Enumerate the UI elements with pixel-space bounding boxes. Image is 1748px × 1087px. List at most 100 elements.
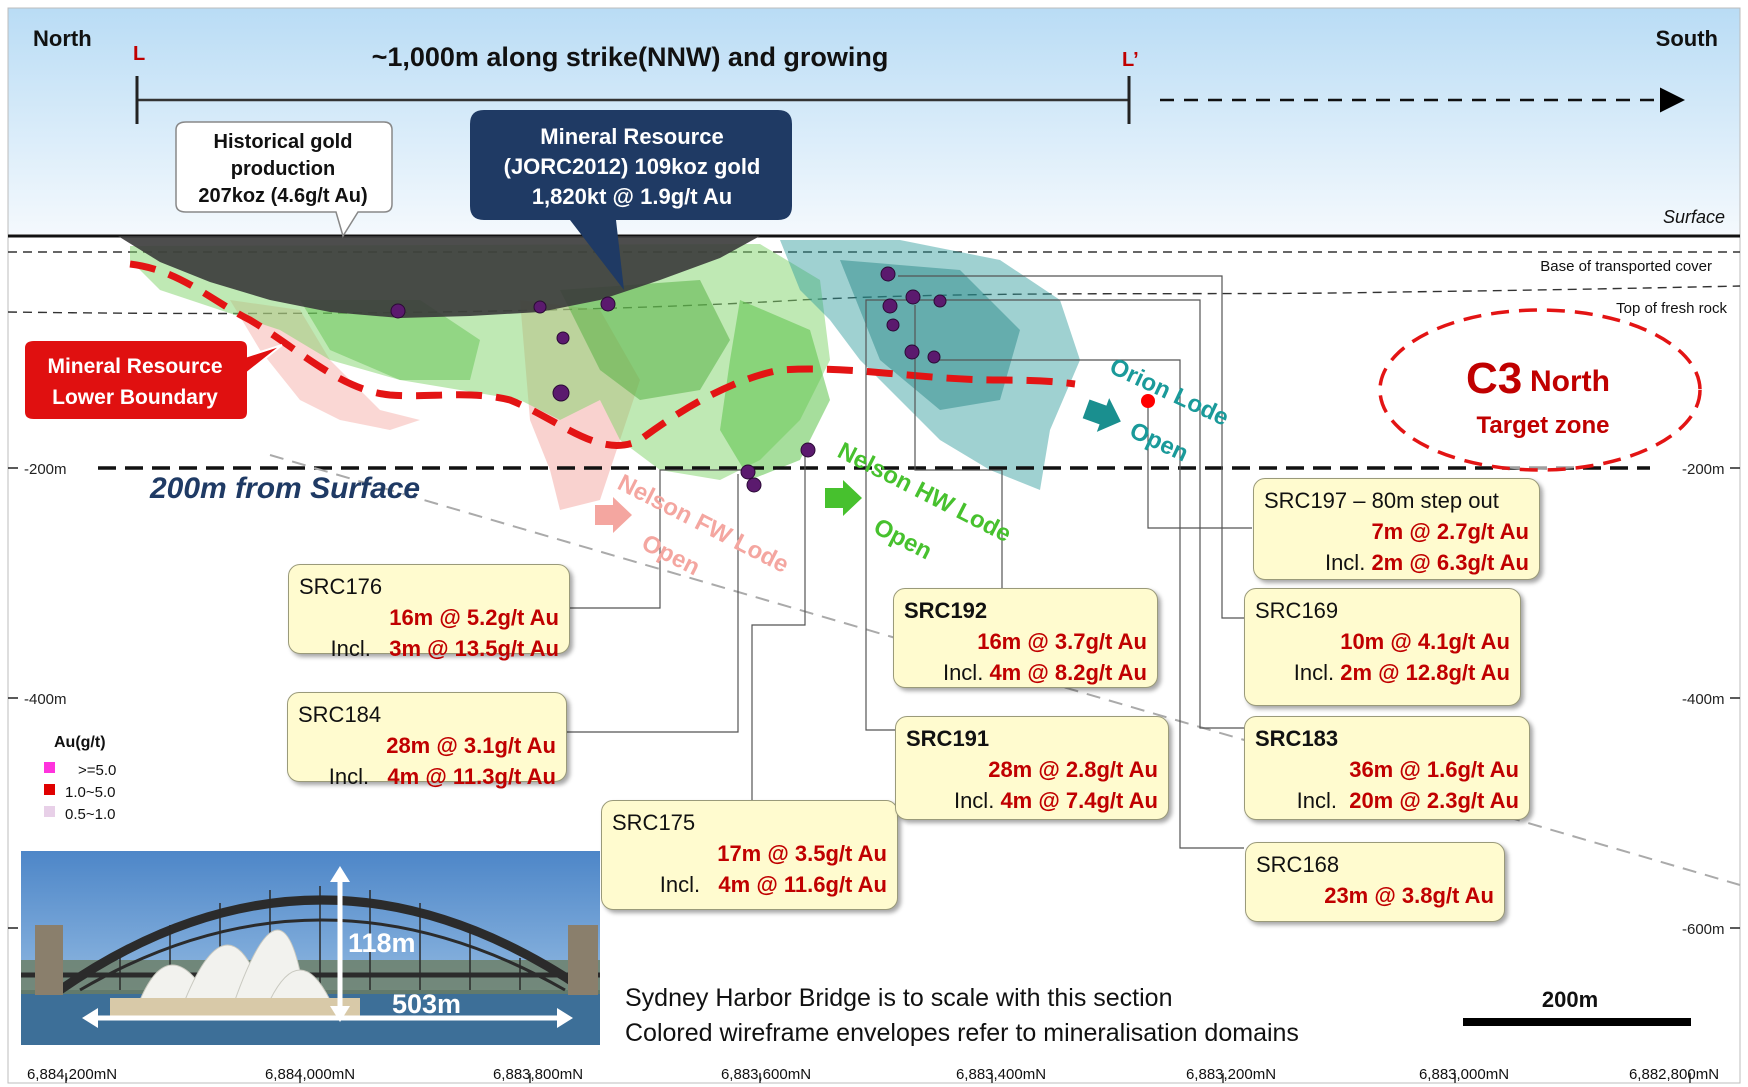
green-envelope-b [560,280,730,400]
scale-bar [1463,1018,1691,1026]
src176-callout: SRC176 16m @ 5.2g/t Au Incl. 3m @ 13.5g/… [288,564,570,661]
northing-label: 6,884,200mN [27,1066,117,1083]
incl-label: Incl. [1293,660,1335,685]
bridge-height-label: 118m [348,928,416,958]
intercept-value: 28m @ 2.8g/t Au [988,757,1158,782]
note-line1: Sydney Harbor Bridge is to scale with th… [625,984,1172,1012]
strike-title: ~1,000m along strike(NNW) and growing [372,42,889,72]
drillhole-name: SRC192 [904,598,988,623]
intercept-dot [880,266,896,282]
leader-src183 [942,299,1244,729]
src175-callout: SRC175 17m @ 3.5g/t Au Incl. 4m @ 11.6g/… [601,800,898,910]
drillhole-name: SRC168 [1256,852,1340,877]
note-line2: Colored wireframe envelopes refer to min… [625,1019,1299,1047]
leader-src192 [914,305,1003,588]
intercept-dot [552,384,570,402]
intercept-dot [746,477,762,493]
orion-lode-label: Orion Lode [1105,353,1232,432]
lower-boundary-callout [23,339,283,421]
intercept-dot [533,300,547,314]
resource-line3: 1,820kt @ 1.9g/t Au [532,184,732,209]
base-transported-label: Base of transported cover [1540,258,1712,275]
intercept-value: 36m @ 1.6g/t Au [1349,757,1519,782]
legend-label-1to5: 1.0~5.0 [65,784,115,801]
drillhole-name: SRC176 [299,574,383,599]
northing-label: 6,883,600mN [721,1066,811,1083]
incl-intercept-value: 2m @ 12.8g/t Au [1340,660,1510,685]
lower-boundary-line1: Mineral Resource [47,355,222,378]
teal-envelope-core [840,260,1020,410]
depth-400-right: -400m [1682,691,1725,708]
intercept-dot [390,303,406,319]
intercept-value: 17m @ 3.5g/t Au [717,841,887,866]
leader-src168 [930,359,1244,849]
intercept-value: 10m @ 4.1g/t Au [1340,629,1510,654]
legend-swatch-1to5 [44,784,55,795]
target-north-label: North [1530,365,1610,398]
src191-callout: SRC191 28m @ 2.8g/t Au Incl. 4m @ 7.4g/t… [895,716,1169,820]
orion-open-label: Open [1125,417,1192,467]
bridge-length-label: 503m [392,989,461,1019]
intercept-dot [886,318,900,332]
northing-label: 6,882,800mN [1629,1066,1719,1083]
intercept-value: 28m @ 3.1g/t Au [386,733,556,758]
legend-swatch-05to1 [44,806,55,817]
northing-label: 6,884,000mN [265,1066,355,1083]
nelson-hw-open-label: Open [869,513,936,565]
leader-src197 [1147,400,1252,529]
north-label: North [33,26,92,51]
leader-src184 [566,474,739,733]
figure-frame [7,7,1741,1084]
green-envelope-a [300,300,480,380]
src169-callout: SRC169 10m @ 4.1g/t Au Incl. 2m @ 12.8g/… [1244,588,1521,706]
incl-label: Incl. [659,872,701,897]
intercept-dot [800,442,816,458]
incl-intercept-value: 4m @ 7.4g/t Au [1000,788,1158,813]
src197-target-dot [1141,394,1155,408]
intercept-dots [390,266,947,493]
historical-line2: production [231,158,335,180]
northing-label: 6,883,800mN [493,1066,583,1083]
incl-intercept-value: 2m @ 6.3g/t Au [1371,550,1529,575]
target-zone-label: Target zone [1477,412,1610,439]
intercept-dot [600,296,616,312]
incl-label: Incl. [1296,788,1337,813]
src168-callout: SRC168 23m @ 3.8g/t Au [1245,842,1505,922]
drillhole-name: SRC191 [906,726,990,751]
intercept-dot [556,331,570,345]
drillhole-name: SRC197 – 80m step out [1264,488,1499,513]
leader-src175 [751,448,806,800]
src184-callout: SRC184 28m @ 3.1g/t Au Incl. 4m @ 11.3g/… [287,692,567,789]
nelson-fw-lode-label: Nelson FW Lode [613,469,793,578]
intercept-dot [905,289,921,305]
northing-label: 6,883,400mN [956,1066,1046,1083]
legend-label-05to1: 0.5~1.0 [65,806,115,823]
leader-lines [566,275,1252,849]
resource-callout [470,110,792,290]
top-fresh-rock-label: Top of fresh rock [1616,300,1727,317]
south-label: South [1656,26,1718,51]
nelson-fw-arrow-icon [595,497,632,533]
northing-label: 6,883,000mN [1419,1066,1509,1083]
legend-label-ge5: >=5.0 [78,762,116,779]
intercept-dot [933,294,947,308]
incl-label: Incl. [953,788,995,813]
intercept-value: 23m @ 3.8g/t Au [1324,883,1494,908]
legend-title: Au(g/t) [54,734,106,751]
incl-intercept-value: 4m @ 8.2g/t Au [989,660,1147,685]
incl-label: Incl. [1324,550,1366,575]
c3-target-ellipse [1378,308,1702,472]
intercept-value: 16m @ 5.2g/t Au [389,605,559,630]
drillhole-name: SRC169 [1255,598,1339,623]
src183-callout: SRC183 36m @ 1.6g/t Au Incl. 20m @ 2.3g/… [1244,716,1530,820]
drillhole-name: SRC184 [298,702,382,727]
leader-src191 [865,299,940,731]
northing-label: 6,883,200mN [1186,1066,1276,1083]
nelson-hw-arrow-icon [825,480,862,516]
incl-intercept-value: 3m @ 13.5g/t Au [389,636,559,661]
incl-intercept-value: 4m @ 11.6g/t Au [718,872,887,897]
intercept-dot [904,344,920,360]
src197-callout: SRC197 – 80m step out 7m @ 2.7g/t Au Inc… [1253,478,1540,580]
incl-intercept-value: 20m @ 2.3g/t Au [1349,788,1519,813]
teal-envelope-main [780,240,1080,490]
